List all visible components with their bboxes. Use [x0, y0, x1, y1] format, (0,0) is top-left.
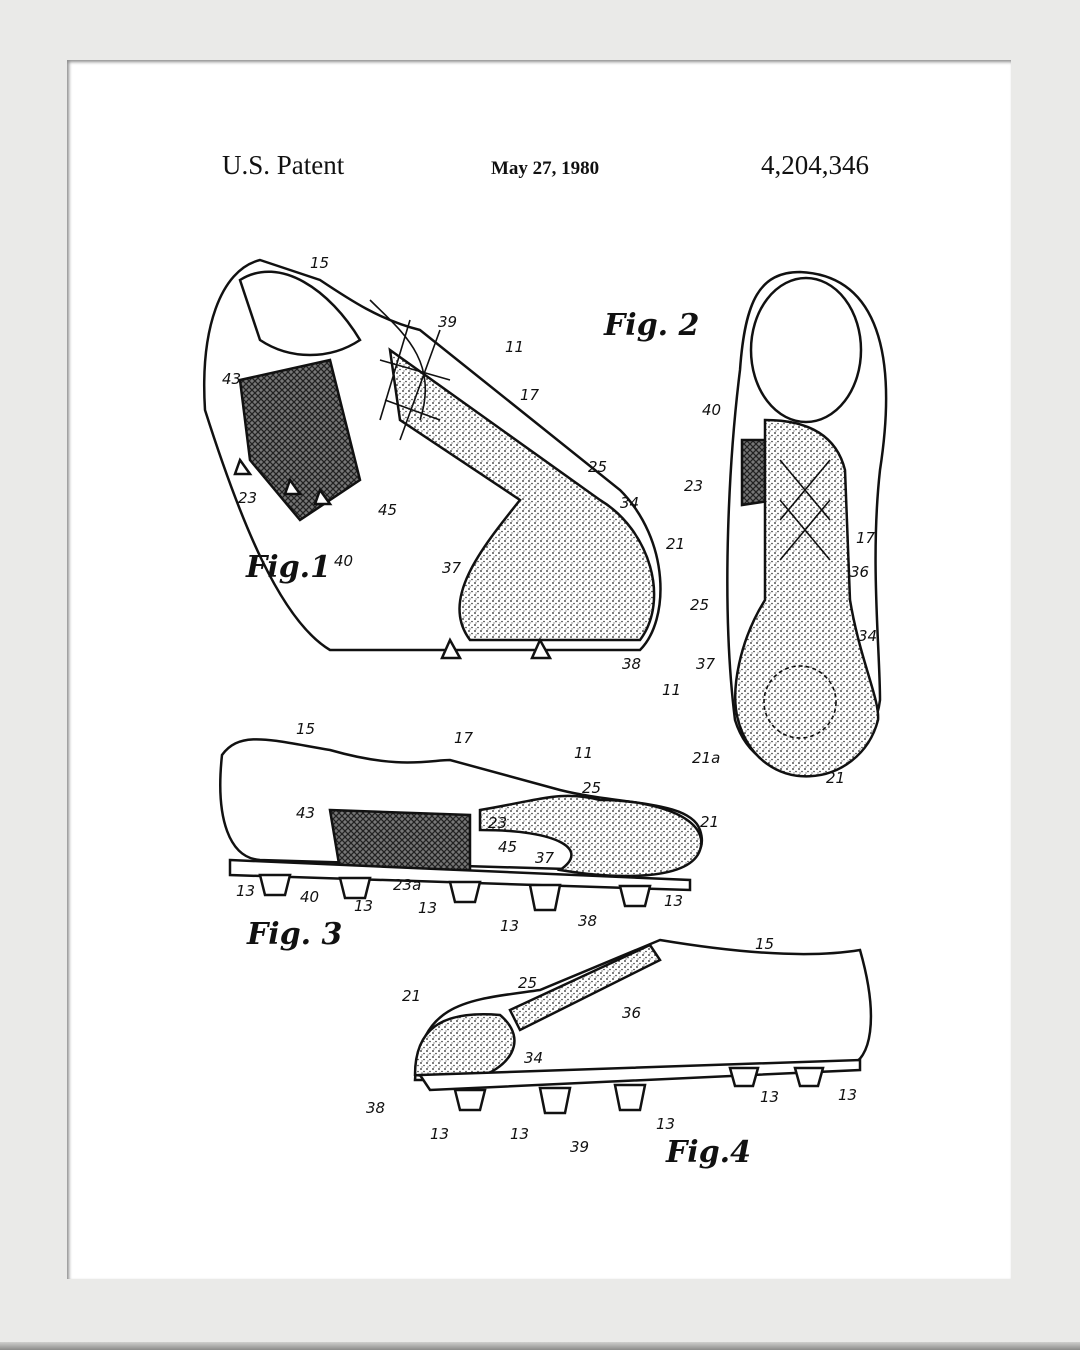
figure-2-shoe	[726, 270, 888, 778]
ref-numeral: 13	[838, 1086, 857, 1104]
ref-numeral: 34	[858, 627, 877, 645]
ref-numeral: 15	[755, 935, 774, 953]
ref-numeral: 21	[402, 987, 421, 1005]
ref-numeral: 13	[500, 917, 519, 935]
figure-1-shoe	[203, 258, 662, 660]
ref-numeral: 45	[498, 838, 517, 856]
patent-label: U.S. Patent	[222, 150, 345, 180]
figure-1-label: Fig.1	[245, 550, 331, 585]
ref-numeral: 23	[684, 477, 703, 495]
ref-numeral: 23	[238, 489, 257, 507]
ref-numeral: 39	[570, 1138, 589, 1156]
figure-4-label: Fig.4	[665, 1135, 751, 1170]
frame-edge	[0, 1342, 1080, 1350]
ref-numeral: 25	[582, 779, 601, 797]
ref-numeral: 43	[222, 370, 241, 388]
fig3-reference-numerals: 15 17 11 25 43 23 21 45 37 23a 13 40 13 …	[236, 720, 719, 935]
ref-numeral: 13	[510, 1125, 529, 1143]
ref-numeral: 38	[578, 912, 597, 930]
ref-numeral: 23a	[393, 876, 421, 894]
ref-numeral: 13	[236, 882, 255, 900]
ref-numeral: 37	[696, 655, 716, 673]
ref-numeral: 38	[366, 1099, 385, 1117]
ref-numeral: 21	[826, 769, 845, 787]
ref-numeral: 13	[354, 897, 373, 915]
ref-numeral: 17	[520, 386, 540, 404]
ref-numeral: 39	[438, 313, 457, 331]
figure-3-label: Fig. 3	[246, 917, 342, 952]
ref-numeral: 17	[454, 729, 474, 747]
ref-numeral: 36	[622, 1004, 641, 1022]
figure-4-shoe	[413, 938, 873, 1115]
ref-numeral: 11	[574, 744, 593, 762]
ref-numeral: 37	[535, 849, 555, 867]
ref-numeral: 40	[702, 401, 721, 419]
ref-numeral: 13	[418, 899, 437, 917]
ref-numeral: 15	[296, 720, 315, 738]
ref-numeral: 17	[856, 529, 876, 547]
ref-numeral: 34	[620, 494, 639, 512]
ref-numeral: 13	[664, 892, 683, 910]
ref-numeral: 11	[505, 338, 524, 356]
ref-numeral: 25	[518, 974, 537, 992]
patent-date: May 27, 1980	[491, 158, 600, 179]
ref-numeral: 40	[334, 552, 353, 570]
ref-numeral: 36	[850, 563, 869, 581]
ref-numeral: 38	[622, 655, 641, 673]
ref-numeral: 37	[442, 559, 462, 577]
ref-numeral: 21	[666, 535, 685, 553]
ref-numeral: 15	[310, 254, 329, 272]
ref-numeral: 13	[430, 1125, 449, 1143]
ref-numeral: 40	[300, 888, 319, 906]
ref-numeral: 23	[488, 814, 507, 832]
fig2-reference-numerals: 40 23 17 36 25 34 37 11 21a 21	[662, 401, 877, 787]
ref-numeral: 13	[760, 1088, 779, 1106]
ref-numeral: 43	[296, 804, 315, 822]
ref-numeral: 21a	[692, 749, 720, 767]
ref-numeral: 21	[700, 813, 719, 831]
figure-2-label: Fig. 2	[603, 308, 699, 343]
ref-numeral: 34	[524, 1049, 543, 1067]
fig1-reference-numerals: 15 39 11 17 43 23 45 25 34 21 40 37 38	[222, 254, 685, 673]
ref-numeral: 13	[656, 1115, 675, 1133]
figure-3-shoe	[219, 738, 703, 912]
ref-numeral: 45	[378, 501, 397, 519]
ref-numeral: 25	[690, 596, 709, 614]
patent-number: 4,204,346	[761, 150, 869, 180]
ref-numeral: 11	[662, 681, 681, 699]
fig4-reference-numerals: 15 25 21 36 34 38 13 13 13 13 13 39	[366, 935, 857, 1156]
ref-numeral: 25	[588, 458, 607, 476]
